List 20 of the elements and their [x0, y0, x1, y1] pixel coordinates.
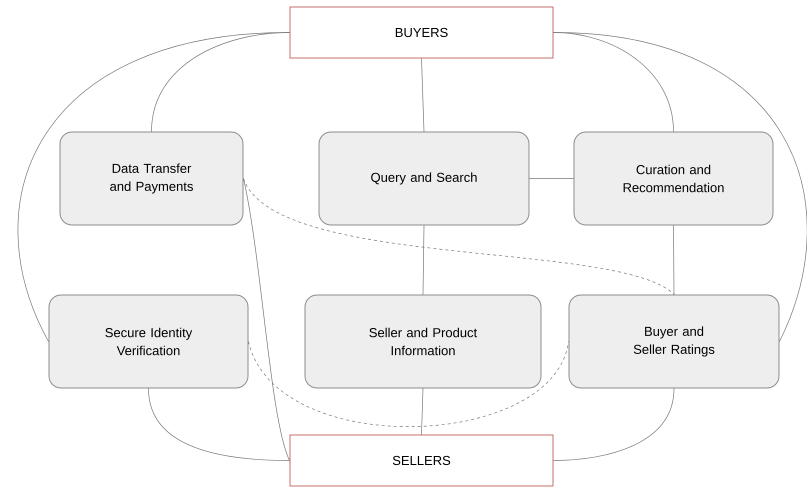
- connector-line: [529, 178, 574, 179]
- process-box: Curation and Recommendation: [574, 132, 774, 226]
- connector-line: [18, 32, 290, 342]
- connector-line: [553, 388, 674, 461]
- connector-line: [243, 178, 290, 461]
- process-box: Seller and Product Information: [304, 294, 542, 388]
- process-box: Buyer and Seller Ratings: [568, 294, 780, 388]
- process-box: Data Transfer and Payments: [60, 132, 244, 226]
- connector-line: [243, 178, 674, 295]
- connector-line: [421, 58, 424, 132]
- actor-box: SELLERS: [290, 434, 554, 486]
- process-box: Query and Search: [318, 132, 530, 226]
- connector-line: [673, 225, 674, 295]
- connector-line: [421, 388, 424, 435]
- connector-line: [422, 225, 424, 295]
- connector-line: [553, 32, 807, 342]
- actor-box: BUYERS: [290, 6, 554, 58]
- connector-line: [248, 341, 569, 427]
- process-box: Secure Identity Verification: [48, 294, 248, 388]
- connector-line: [148, 388, 290, 461]
